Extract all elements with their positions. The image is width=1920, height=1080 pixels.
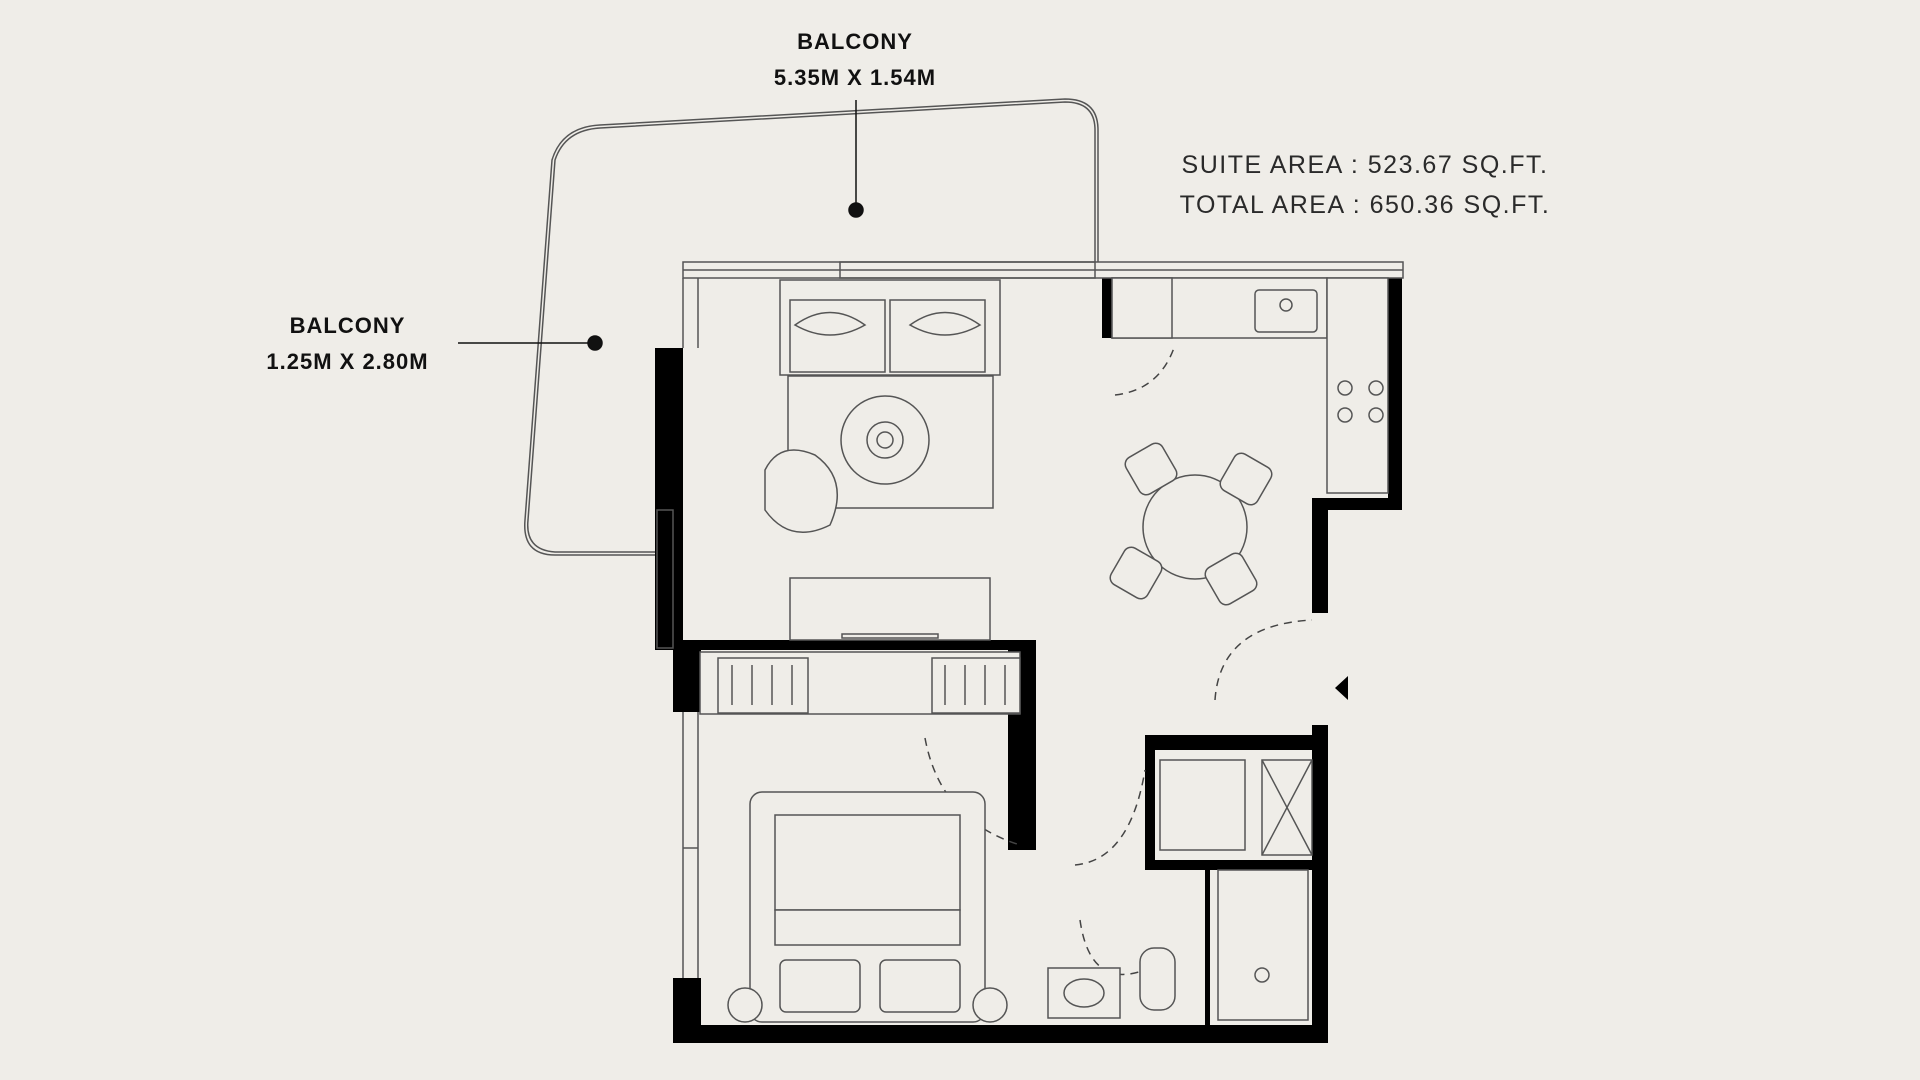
balcony-outline-inner: [524, 98, 1099, 556]
tv-unit: [789, 577, 991, 641]
wardrobe: [699, 651, 1021, 715]
sofa: [779, 279, 1001, 376]
bathroom: [1047, 869, 1309, 1021]
balcony-top-dimensions: 5.35M X 1.54M: [773, 65, 937, 90]
top-window: [682, 261, 1404, 279]
balcony-top-title: BALCONY: [797, 29, 913, 54]
left-window: [656, 278, 699, 978]
suite-area: SUITE AREA : 523.67 SQ.FT.: [1181, 151, 1549, 179]
dining-set: [1109, 442, 1273, 606]
balcony-outline: [527, 101, 1096, 553]
balcony-top-label: BALCONY 5.35M X 1.54M: [730, 24, 980, 96]
entrance-marker: [1335, 676, 1348, 700]
balcony-left-dimensions: 1.25M X 2.80M: [266, 349, 429, 374]
rug-and-table: [764, 375, 994, 533]
kitchen: [1111, 277, 1389, 494]
balcony-left-leader: [458, 335, 603, 351]
balcony-left-label: BALCONY 1.25M X 2.80M: [220, 308, 475, 380]
area-summary: SUITE AREA : 523.67 SQ.FT. TOTAL AREA : …: [1155, 145, 1575, 225]
total-area: TOTAL AREA : 650.36 SQ.FT.: [1179, 191, 1551, 219]
utility: [1159, 759, 1313, 856]
balcony-left-title: BALCONY: [289, 313, 406, 338]
balcony-top-leader: [848, 100, 864, 218]
bed: [727, 791, 1008, 1023]
